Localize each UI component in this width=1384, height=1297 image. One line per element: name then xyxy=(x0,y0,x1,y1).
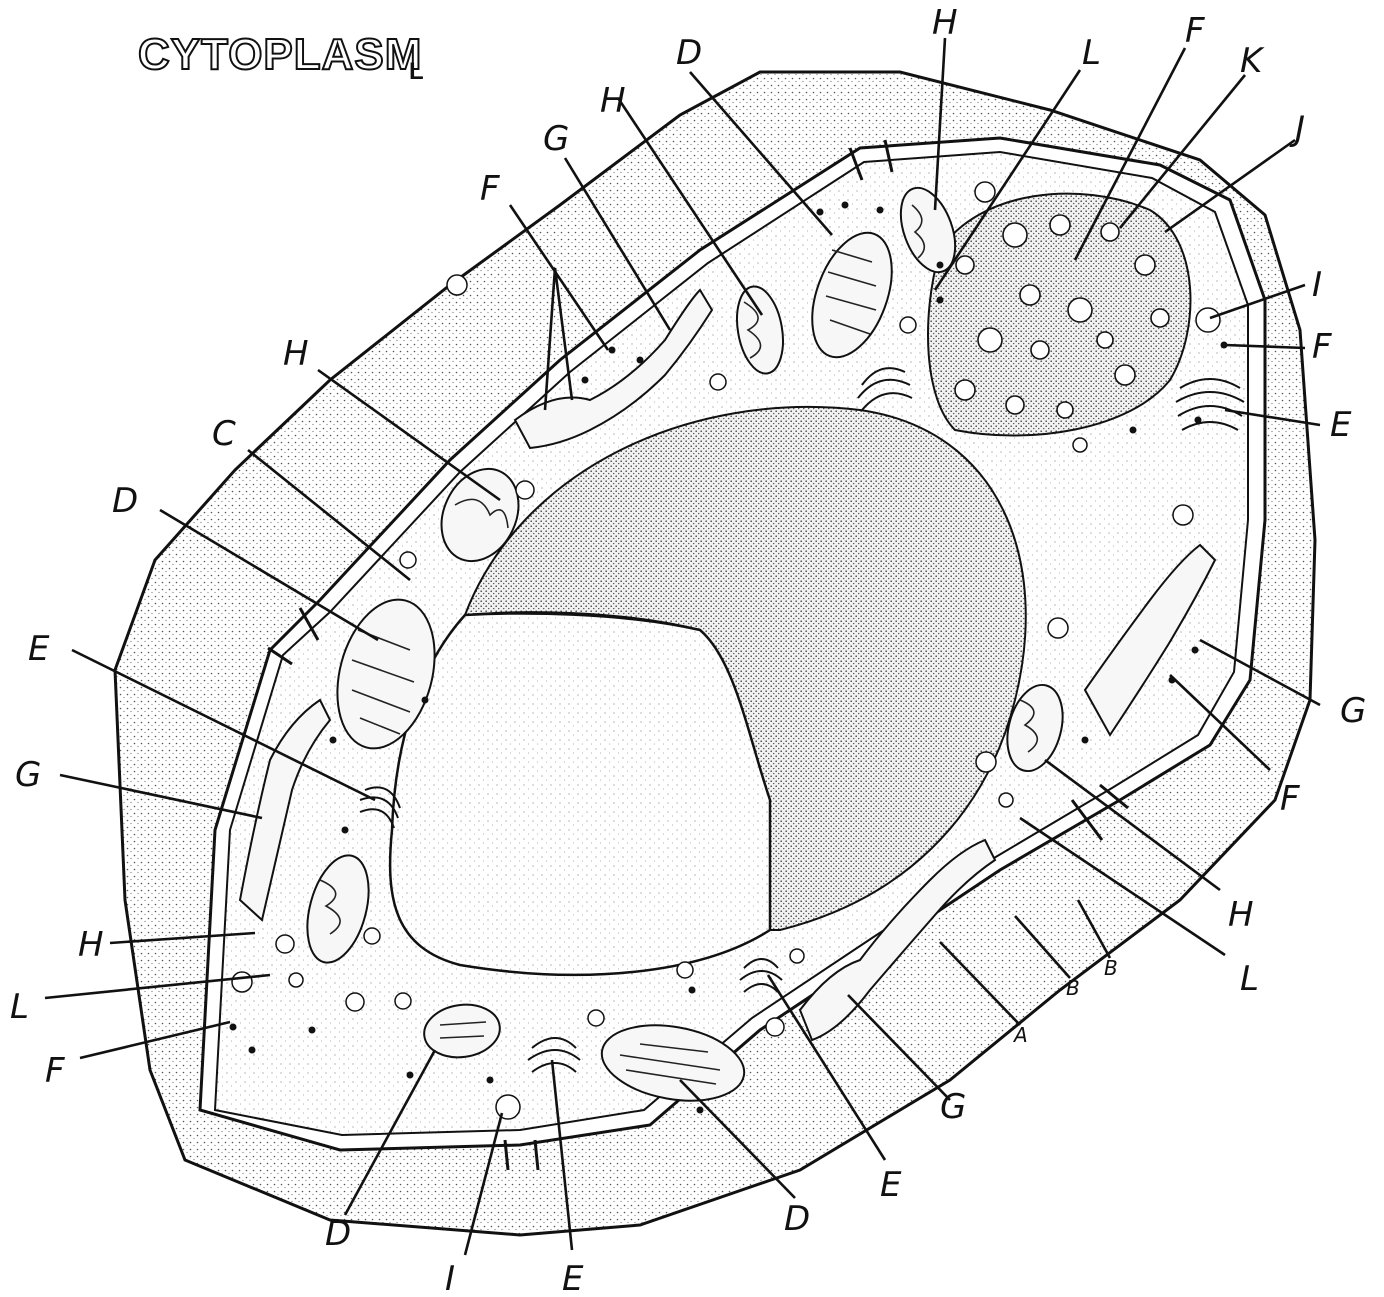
label-bottom-e2: E xyxy=(880,1165,902,1205)
label-left-g: G xyxy=(15,755,41,795)
label-right-f: F xyxy=(1312,327,1332,367)
label-right-i: I xyxy=(1312,265,1322,305)
label-left-e: E xyxy=(28,629,50,669)
label-top-h1: H xyxy=(600,81,626,121)
label-bottom-b2: B xyxy=(1104,956,1118,980)
label-right-g: G xyxy=(1340,691,1366,731)
label-top-k: K xyxy=(1240,41,1265,81)
label-bottom-b1: B xyxy=(1066,976,1080,1000)
label-top-f: F xyxy=(480,169,500,209)
label-left-c: C xyxy=(212,414,236,454)
label-left-f: F xyxy=(45,1051,65,1091)
label-top-g: G xyxy=(543,119,569,159)
label-left-d: D xyxy=(112,481,138,521)
label-top-l: L xyxy=(1082,33,1101,73)
label-top-h2: H xyxy=(932,3,958,43)
label-right-l: L xyxy=(1240,959,1259,999)
label-left-h2: H xyxy=(78,925,104,965)
nucleus xyxy=(390,614,770,975)
label-bottom-i: I xyxy=(445,1259,455,1297)
label-bottom-g: G xyxy=(940,1087,966,1127)
label-right-f2: F xyxy=(1280,779,1300,819)
label-bottom-d1: D xyxy=(325,1214,351,1254)
label-right-e: E xyxy=(1330,405,1352,445)
label-right-h: H xyxy=(1228,895,1254,935)
label-top-f2: F xyxy=(1185,11,1205,51)
label-left-h: H xyxy=(283,334,309,374)
label-bottom-e1: E xyxy=(562,1259,584,1297)
label-top-d: D xyxy=(676,33,702,73)
label-bottom-a: A xyxy=(1012,1023,1028,1047)
label-left-l: L xyxy=(10,987,29,1027)
label-bottom-d2: D xyxy=(784,1199,810,1239)
